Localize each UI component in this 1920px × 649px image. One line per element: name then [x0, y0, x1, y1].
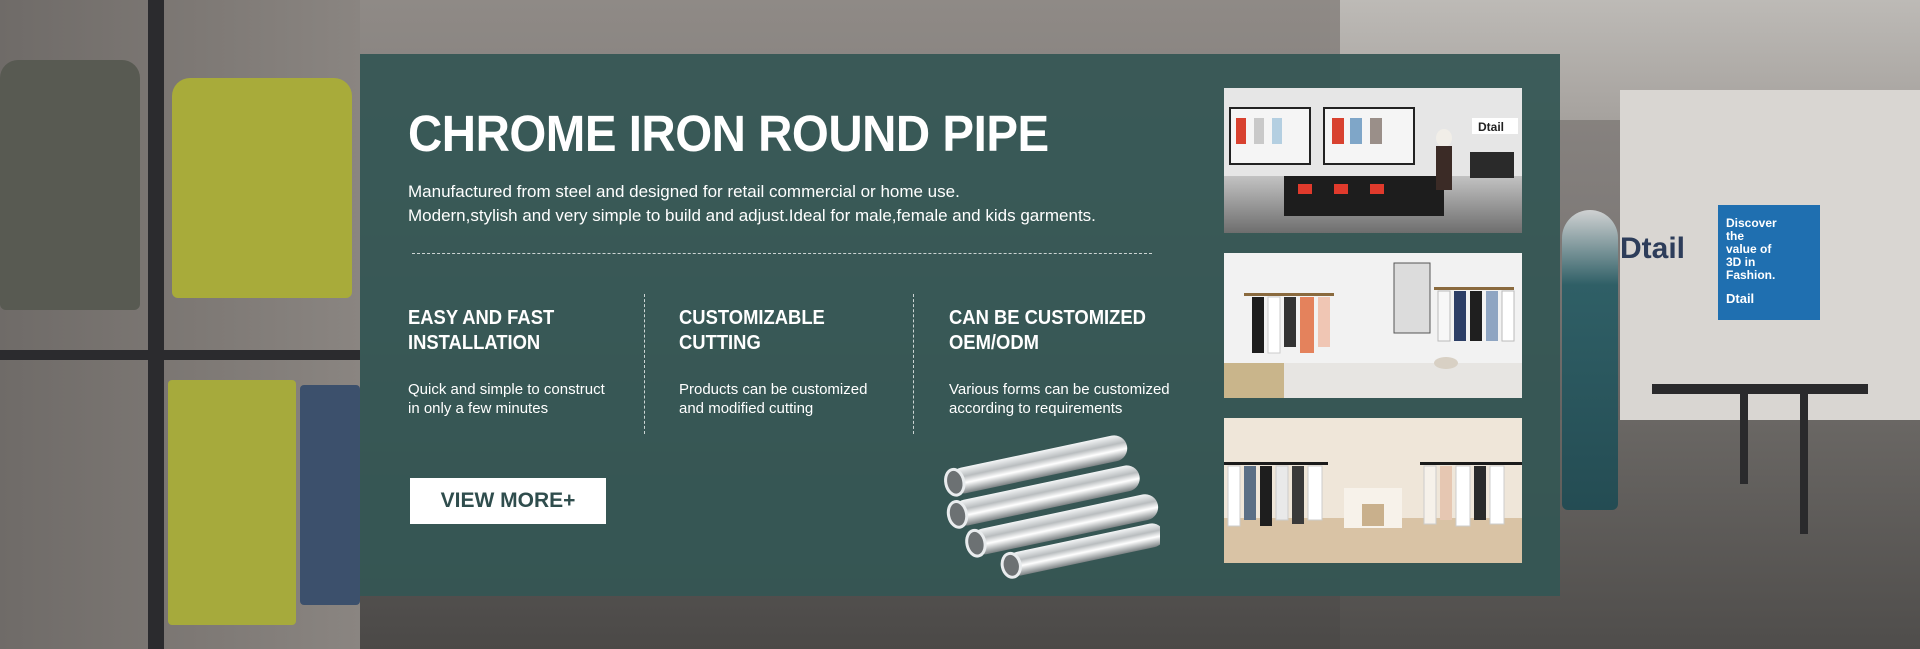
poster-line: value of	[1726, 242, 1772, 256]
description-line: Manufactured from steel and designed for…	[408, 182, 960, 201]
feature-title: CAN BE CUSTOMIZED OEM/ODM	[949, 306, 1170, 356]
thumbnail-sign: Dtail	[1478, 120, 1505, 134]
wall-sign: Dtail	[1620, 232, 1686, 265]
store-thumbnail-1[interactable]: Dtail	[1224, 88, 1522, 233]
feature-text: Various forms can be customized accordin…	[949, 380, 1189, 418]
product-description: Manufactured from steel and designed for…	[408, 180, 1096, 228]
feature-oem-odm: CAN BE CUSTOMIZED OEM/ODM Various forms …	[949, 306, 1189, 418]
feature-customizable-cutting: CUSTOMIZABLE CUTTING Products can be cus…	[679, 306, 919, 418]
fashion-poster: Discover the value of 3D in Fashion. Dta…	[1718, 205, 1820, 320]
feature-separator	[913, 294, 914, 434]
description-line: Modern,stylish and very simple to build …	[408, 206, 1096, 225]
boutique-interior-image	[1224, 253, 1522, 398]
feature-easy-installation: EASY AND FAST INSTALLATION Quick and sim…	[408, 306, 648, 418]
store-thumbnail-2[interactable]	[1224, 253, 1522, 398]
feature-separator	[644, 294, 645, 434]
feature-text-line: Products can be customized	[679, 381, 868, 398]
feature-title-line: OEM/ODM	[949, 332, 1039, 354]
feature-text-line: and modified cutting	[679, 400, 814, 417]
poster-line: Fashion.	[1726, 268, 1776, 282]
feature-title-line: CUSTOMIZABLE	[679, 307, 825, 329]
view-more-button[interactable]: VIEW MORE+	[410, 478, 606, 524]
display-table-leg	[1740, 394, 1748, 484]
promo-panel: CHROME IRON ROUND PIPE Manufactured from…	[360, 54, 1560, 596]
feature-text-line: according to requirements	[949, 400, 1123, 417]
feature-text-line: Various forms can be customized	[949, 381, 1170, 398]
hanging-garments-green	[168, 380, 296, 625]
feature-title-line: CAN BE CUSTOMIZED	[949, 307, 1146, 329]
rack-bar	[0, 350, 360, 360]
feature-text: Quick and simple to construct in only a …	[408, 380, 648, 418]
feature-title-line: INSTALLATION	[408, 332, 541, 354]
feature-title: CUSTOMIZABLE CUTTING	[679, 306, 900, 356]
mannequin	[1562, 210, 1618, 510]
poster-line: Discover	[1726, 216, 1777, 230]
feature-text-line: Quick and simple to construct	[408, 381, 605, 398]
display-table-leg	[1800, 394, 1808, 534]
store-thumbnail-3[interactable]	[1224, 418, 1522, 563]
display-table	[1652, 384, 1868, 394]
poster-brand: Dtail	[1726, 291, 1755, 306]
poster-line: the	[1726, 229, 1744, 243]
dashed-divider	[412, 253, 1152, 254]
feature-title-line: EASY AND FAST	[408, 307, 555, 329]
chrome-pipes-image	[944, 435, 1160, 579]
clothing-shop-image	[1224, 418, 1522, 563]
hanging-jacket	[172, 78, 352, 298]
poster-line: 3D in	[1726, 255, 1756, 269]
hanging-shirt	[0, 60, 140, 310]
page-title: CHROME IRON ROUND PIPE	[408, 105, 1049, 162]
feature-title: EASY AND FAST INSTALLATION	[408, 306, 629, 356]
feature-text: Products can be customized and modified …	[679, 380, 919, 418]
hanging-garments-blue	[300, 385, 360, 605]
feature-title-line: CUTTING	[679, 332, 761, 354]
store-interior-image	[1224, 88, 1522, 216]
feature-text-line: in only a few minutes	[408, 400, 549, 417]
rack-post	[148, 0, 164, 649]
